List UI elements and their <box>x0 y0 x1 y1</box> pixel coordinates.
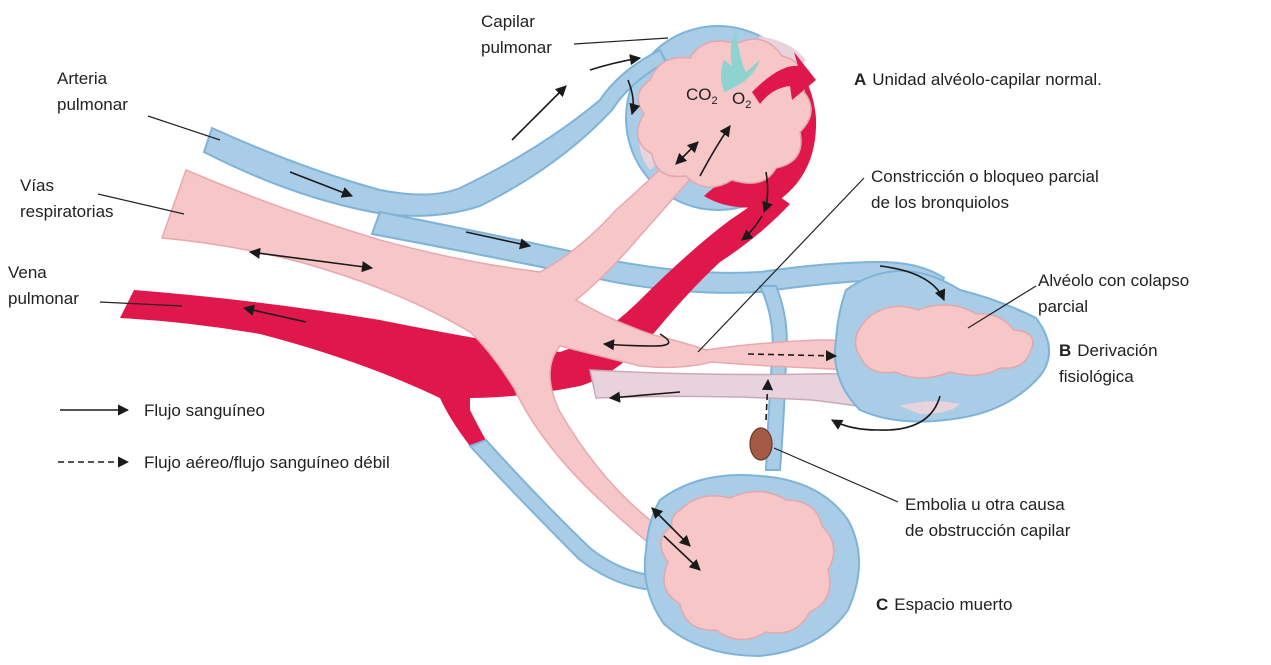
panel-a-text: Unidad alvéolo-capilar normal. <box>872 70 1102 89</box>
panel-b-title: B Derivación <box>1059 341 1158 360</box>
label-arteria-line2: pulmonar <box>57 95 128 114</box>
panel-c-letter: C <box>876 595 888 614</box>
label-capilar-line1: Capilar <box>481 12 535 31</box>
label-vena-line2: pulmonar <box>8 289 79 308</box>
panel-b-text-line1: Derivación <box>1077 341 1157 360</box>
panel-b-text-line2: fisiológica <box>1059 367 1134 386</box>
anatomy <box>120 26 1049 656</box>
co2-label: CO <box>686 85 712 104</box>
label-colapso-line2: parcial <box>1038 297 1088 316</box>
panel-c-title: C Espacio muerto <box>876 595 1012 614</box>
label-constriccion-line1: Constricción o bloqueo parcial <box>871 167 1099 186</box>
label-vias-line2: respiratorias <box>20 202 114 221</box>
legend: Flujo sanguíneo Flujo aéreo/flujo sanguí… <box>58 401 390 472</box>
unit-b <box>835 271 1049 422</box>
label-vias-line1: Vías <box>20 176 54 195</box>
label-arteria-line1: Arteria <box>57 69 108 88</box>
label-vena-line1: Vena <box>8 263 47 282</box>
embolus <box>750 428 772 460</box>
legend-dashed-label: Flujo aéreo/flujo sanguíneo débil <box>144 453 390 472</box>
panel-c-text: Espacio muerto <box>894 595 1012 614</box>
label-constriccion-line2: de los bronquiolos <box>871 193 1009 212</box>
co2-subscript: 2 <box>712 95 718 107</box>
label-colapso-line1: Alvéolo con colapso <box>1038 271 1189 290</box>
panel-a-letter: A <box>854 70 866 89</box>
o2-subscript: 2 <box>745 99 751 111</box>
unit-c <box>645 428 859 656</box>
panel-b-letter: B <box>1059 341 1071 360</box>
legend-solid-label: Flujo sanguíneo <box>144 401 265 420</box>
label-embolia-line2: de obstrucción capilar <box>905 521 1071 540</box>
o2-label: O <box>732 89 745 108</box>
label-capilar-line2: pulmonar <box>481 38 552 57</box>
label-embolia-line1: Embolia u otra causa <box>905 495 1065 514</box>
panel-a-title: A Unidad alvéolo-capilar normal. <box>854 70 1102 89</box>
